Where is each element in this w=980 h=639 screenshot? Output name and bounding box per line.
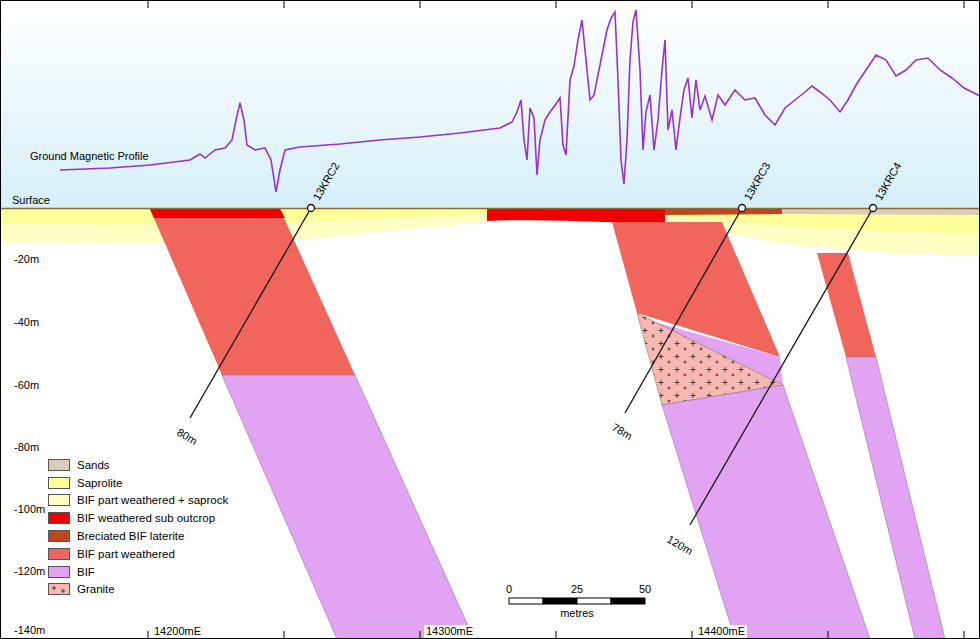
depth-label: -100m	[12, 503, 47, 516]
bif	[662, 385, 870, 639]
bif-sub-outcrop	[150, 209, 285, 218]
legend-text: BIF part weathered	[77, 548, 175, 560]
surface-label: Surface	[12, 194, 50, 207]
drillholes	[190, 205, 877, 526]
easting-label: 14400mE	[696, 625, 747, 638]
magnetic-profile	[60, 10, 980, 192]
legend-text: BIF	[77, 566, 95, 578]
legend-text: BIF weathered sub outcrop	[77, 512, 215, 524]
hole-depth: 80m	[173, 424, 202, 448]
legend-swatch	[48, 583, 70, 595]
sky	[0, 0, 980, 208]
bif	[846, 357, 945, 639]
bif-sub-outcrop	[487, 209, 665, 223]
legend-row: BIF weathered sub outcrop	[48, 509, 228, 527]
grid-ticks	[148, 0, 964, 639]
legend-swatch	[48, 512, 70, 524]
legend-text: Breciated BIF laterite	[77, 530, 184, 542]
bif-part-weathered	[817, 253, 876, 357]
legend-row: Sands	[48, 456, 228, 474]
legend-row: BIF part weathered	[48, 545, 228, 563]
scale-bar	[509, 598, 645, 604]
legend-row: Granite	[48, 581, 228, 599]
scale-number: 0	[506, 583, 512, 596]
legend-row: Saprolite	[48, 474, 228, 492]
depth-label: -120m	[12, 565, 47, 578]
depth-label: -40m	[12, 316, 41, 329]
surface-line	[0, 208, 980, 210]
scale-number: 50	[639, 583, 651, 596]
hole-depth: 120m	[663, 531, 697, 558]
legend: SandsSaproliteBIF part weathered + sapro…	[48, 456, 228, 598]
legend-swatch	[48, 566, 70, 578]
easting-label: 14300mE	[424, 625, 475, 638]
legend-row: BIF part weathered + saprock	[48, 492, 228, 510]
legend-text: Sands	[77, 459, 110, 471]
sands	[782, 209, 980, 215]
easting-label: 14200mE	[152, 625, 203, 638]
bif-part-weathered	[150, 209, 355, 375]
legend-swatch	[48, 548, 70, 560]
legend-text: BIF part weathered + saprock	[77, 494, 228, 506]
depth-label: -20m	[12, 253, 41, 266]
hole-depth: 78m	[608, 419, 637, 443]
scale-number: 25	[571, 583, 583, 596]
legend-text: Granite	[77, 583, 115, 595]
legend-swatch	[48, 494, 70, 506]
legend-swatch	[48, 530, 70, 542]
depth-label: -140m	[12, 624, 47, 637]
profile-label: Ground Magnetic Profile	[30, 150, 149, 163]
legend-swatch	[48, 459, 70, 471]
depth-label: -80m	[12, 441, 41, 454]
legend-row: BIF	[48, 563, 228, 581]
breciated-laterite	[665, 209, 782, 215]
depth-label: -60m	[12, 379, 41, 392]
legend-text: Saprolite	[77, 477, 122, 489]
legend-swatch	[48, 477, 70, 489]
scale-unit: metres	[560, 607, 594, 620]
bif	[222, 375, 474, 639]
legend-row: Breciated BIF laterite	[48, 527, 228, 545]
